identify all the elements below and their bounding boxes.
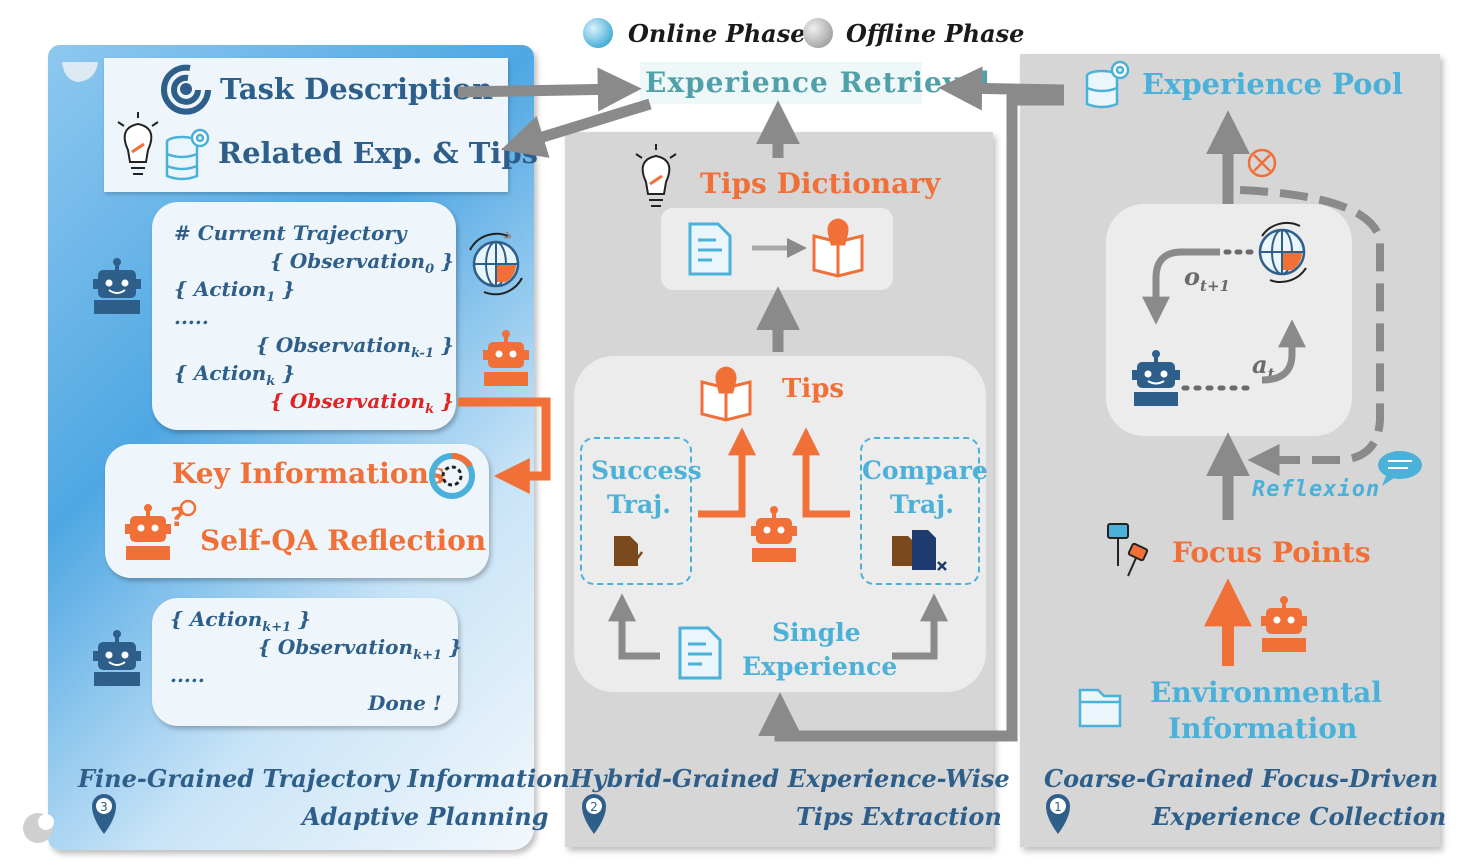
reflexion-label: Reflexion — [1252, 477, 1381, 502]
arrow-task-to-retrieval — [457, 67, 642, 112]
database-icon — [1085, 60, 1130, 109]
trajectory-actk: { Actionk } — [174, 361, 296, 389]
environmental-line1: Environmental — [1150, 676, 1382, 709]
left-footer-line1: Fine-Grained Trajectory Information — [78, 764, 570, 793]
book-icon — [700, 366, 752, 422]
arrow-single-to-success — [608, 593, 660, 660]
lightbulb-icon — [117, 112, 159, 175]
observation-next-label: ot+1 — [1184, 262, 1230, 295]
robot-icon — [483, 330, 529, 386]
trajectory-obs0: { Observation0 } — [270, 249, 454, 277]
arrow-observation-to-key-info — [458, 397, 551, 494]
right-footer-line2: Experience Collection — [1152, 802, 1447, 831]
next-trajectory-card — [152, 598, 458, 726]
robot-icon — [1261, 596, 1307, 652]
globe-icon — [1258, 221, 1307, 283]
single-line2: Experience — [742, 652, 898, 681]
location-pin-icon: 1 — [1046, 794, 1070, 834]
pushpin-icon — [1107, 523, 1149, 577]
compare-traj-box — [860, 437, 980, 585]
robot-icon — [93, 630, 141, 686]
focus-points-label: Focus Points — [1172, 536, 1371, 569]
next-observation: { Observationk+1 } — [258, 635, 462, 663]
question-gear-icon: ? — [170, 499, 197, 533]
success-traj-box — [580, 437, 692, 585]
page-curl-decoration — [23, 62, 98, 843]
middle-footer-line1: Hybrid-Grained Experience-Wise — [570, 764, 1010, 793]
database-icon — [165, 128, 210, 181]
next-action: { Actionk+1 } — [170, 607, 312, 635]
arrow-success-to-tips — [698, 427, 756, 518]
book-icon — [812, 218, 864, 278]
key-informations-label: Key Informations — [172, 457, 445, 490]
compare-file-icon — [892, 530, 947, 571]
gear-icon — [429, 453, 475, 499]
offline-phase-label: Offline Phase — [846, 19, 1025, 48]
chat-icon — [1378, 451, 1422, 486]
globe-icon — [469, 234, 523, 296]
loop-arrow-action — [1261, 319, 1306, 384]
folder-icon — [1078, 688, 1122, 728]
arrow-pool-to-single-experience — [758, 94, 1064, 742]
done-label: Done ! — [368, 691, 442, 715]
trajectory-act1: { Action1 } — [174, 277, 296, 305]
tips-label: Tips — [782, 374, 845, 404]
success-line2: Traj. — [607, 490, 671, 519]
document-icon — [688, 222, 732, 276]
self-qa-label: Self-QA Reflection — [200, 524, 487, 557]
trajectory-obsk1: { Observationk-1 } — [256, 333, 454, 361]
robot-icon — [93, 258, 141, 314]
trajectory-dots: ..... — [174, 305, 209, 329]
spiral-icon — [161, 64, 211, 115]
next-dots: ..... — [170, 663, 205, 687]
robot-icon — [1132, 350, 1180, 406]
robot-icon — [751, 506, 797, 562]
svg-text:3: 3 — [100, 800, 108, 814]
related-tips-label: Related Exp. & Tips — [218, 136, 538, 170]
left-footer-line2: Adaptive Planning — [302, 802, 549, 831]
middle-footer-line2: Tips Extraction — [796, 802, 1002, 831]
trajectory-header: # Current Trajectory — [174, 221, 407, 245]
arrow-single-to-compare — [892, 593, 948, 660]
reflexion-dashed-path — [1239, 186, 1384, 476]
svg-text:1: 1 — [1054, 800, 1062, 814]
arrow-compare-to-tips — [792, 427, 850, 518]
cancel-icon — [1247, 148, 1277, 178]
trajectory-obsk: { Observationk } — [270, 389, 454, 417]
single-line1: Single — [772, 618, 861, 647]
experience-pool-label: Experience Pool — [1142, 67, 1403, 101]
task-description-label: Task Description — [220, 72, 494, 106]
lightbulb-icon — [635, 144, 677, 207]
online-phase-label: Online Phase — [628, 19, 806, 48]
document-icon — [678, 626, 722, 680]
tips-dictionary-label: Tips Dictionary — [700, 167, 941, 200]
current-trajectory-card — [152, 202, 456, 430]
svg-text:2: 2 — [590, 800, 598, 814]
location-pin-icon: 3 — [92, 794, 116, 834]
success-line1: Success — [591, 456, 702, 485]
svg-text:?: ? — [170, 503, 185, 533]
offline-phase-swatch — [803, 18, 833, 48]
online-phase-swatch — [583, 18, 613, 48]
right-footer-line1: Coarse-Grained Focus-Driven — [1044, 764, 1439, 793]
location-pin-icon: 2 — [582, 794, 606, 834]
experience-retrieval-label: Experience Retrieval — [645, 66, 991, 99]
experience-retrieval-box — [640, 62, 922, 104]
arrow-retrieval-to-tips — [501, 98, 652, 158]
arrow-pool-to-retrieval — [938, 66, 1065, 111]
compare-line2: Traj. — [890, 490, 954, 519]
action-label: at — [1252, 350, 1275, 383]
environmental-line2: Information — [1168, 712, 1358, 745]
success-file-icon — [614, 536, 644, 566]
compare-line1: Compare — [862, 456, 988, 485]
loop-arrow-observation — [1142, 248, 1220, 325]
robot-icon — [125, 504, 171, 560]
